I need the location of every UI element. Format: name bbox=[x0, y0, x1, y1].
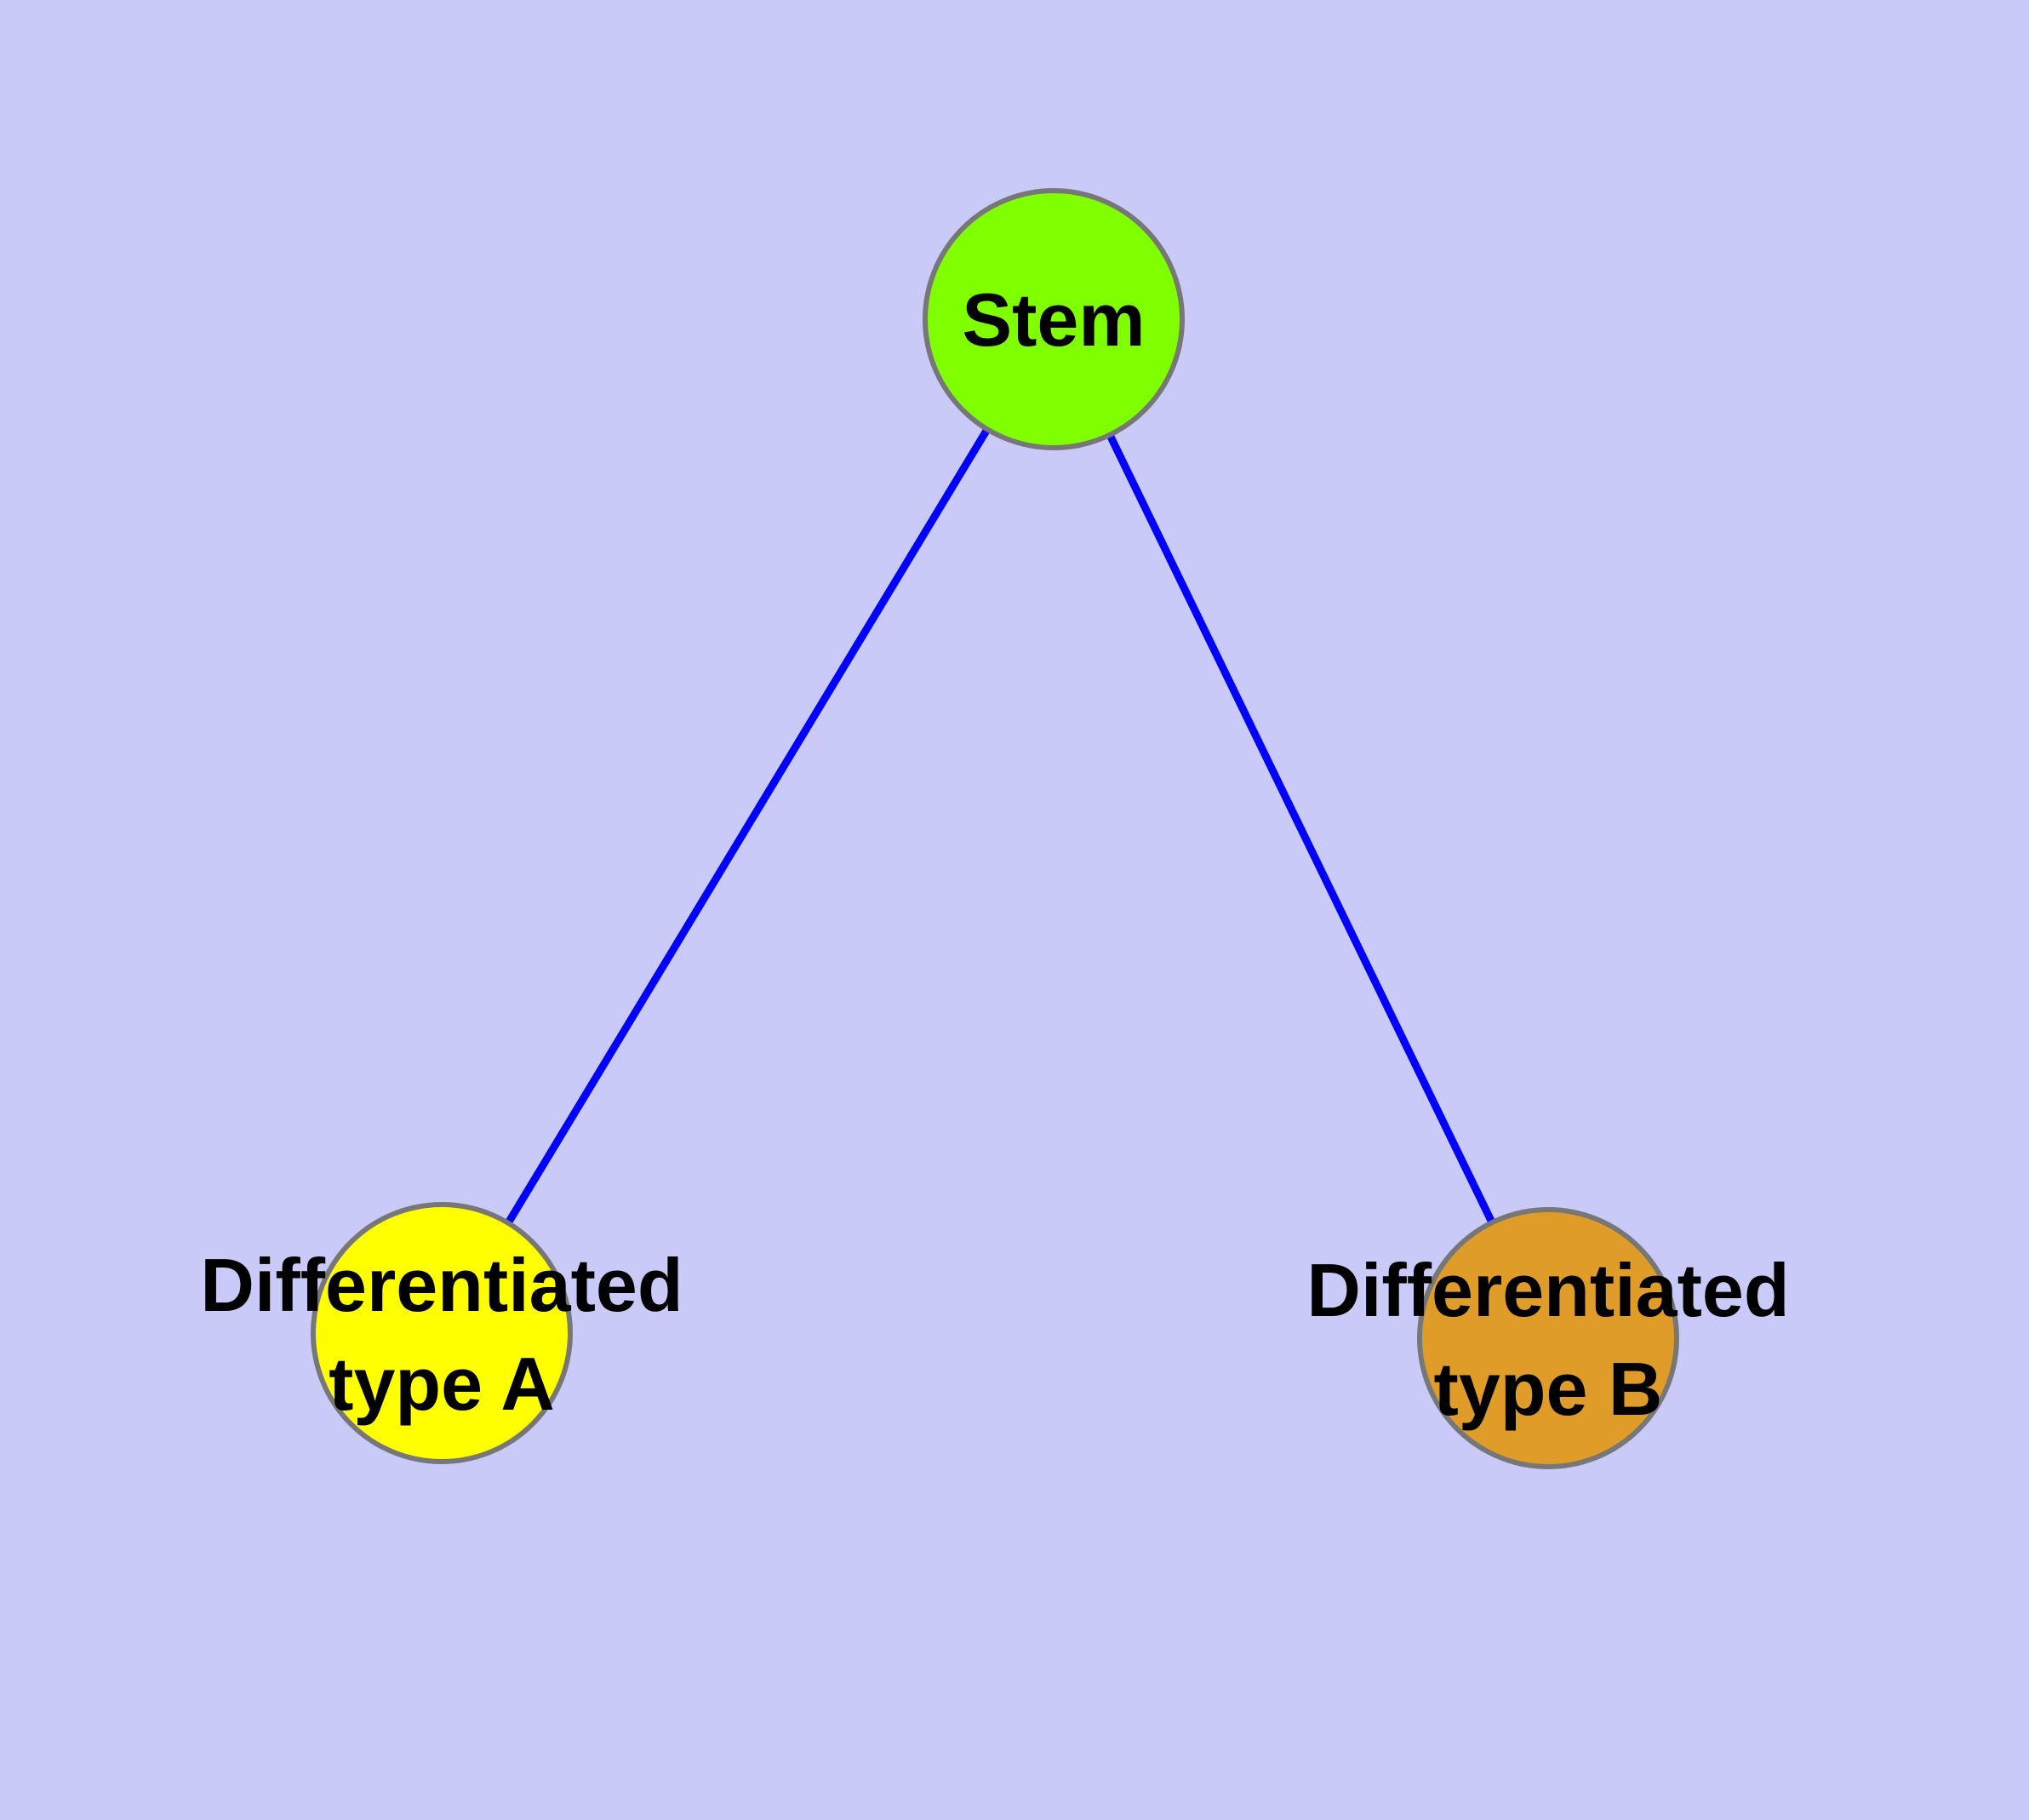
node-differentiated-type-a-label-line1: Differentiated bbox=[200, 1243, 683, 1327]
node-differentiated-type-a-label-line2: type A bbox=[329, 1342, 555, 1426]
node-differentiated-type-b-label-line2: type B bbox=[1434, 1347, 1663, 1431]
node-stem-circle bbox=[923, 188, 1185, 450]
edge-stem-to-type-b bbox=[1049, 318, 1552, 1340]
node-differentiated-type-b-circle bbox=[1417, 1207, 1679, 1469]
node-stem-label: Stem bbox=[962, 278, 1145, 362]
node-differentiated-type-a-circle bbox=[311, 1202, 573, 1464]
node-differentiated-type-b-label-line1: Differentiated bbox=[1306, 1248, 1789, 1332]
edge-stem-to-type-a bbox=[438, 317, 1057, 1336]
